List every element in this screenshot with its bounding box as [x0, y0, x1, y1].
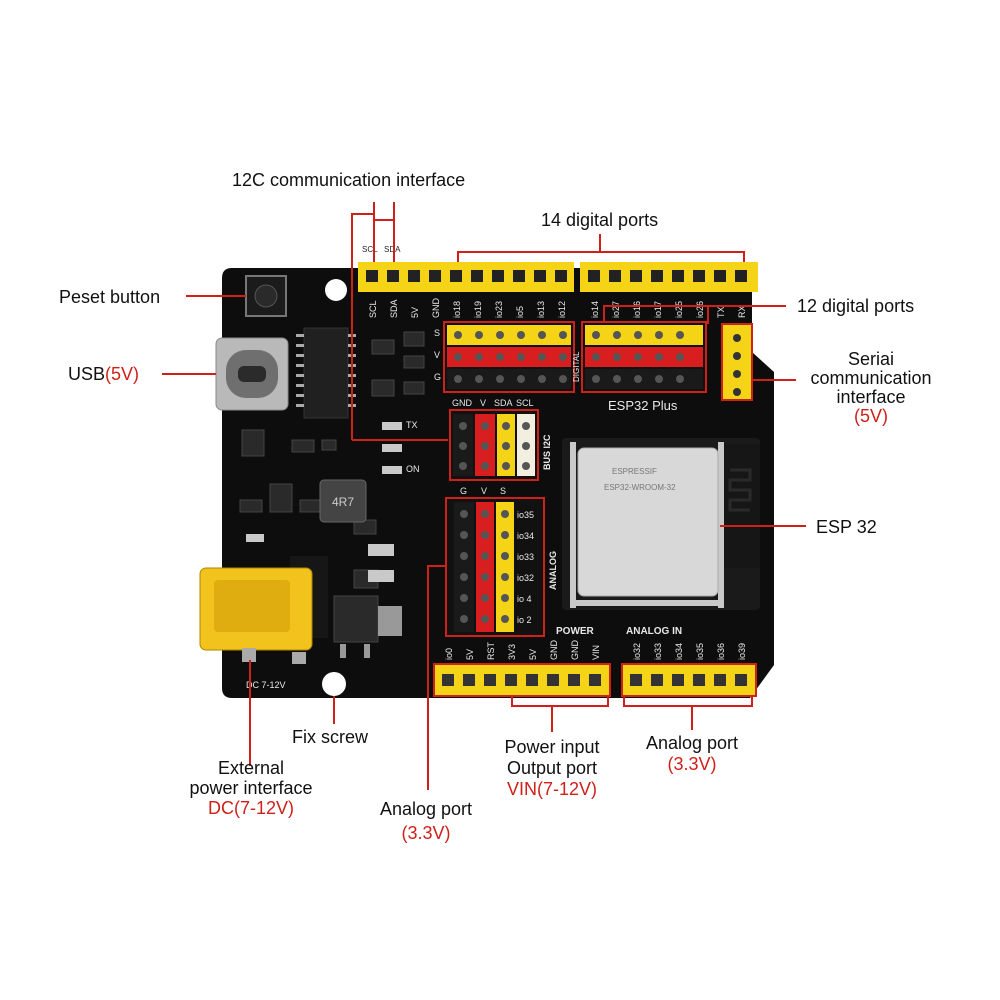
top-left-header	[358, 262, 574, 292]
analog-in-pin-label: io33	[653, 643, 663, 660]
top-pin-label: io23	[494, 301, 504, 318]
power-header	[433, 663, 611, 697]
analog-pin-label: io32	[517, 573, 534, 583]
top-pin-label: RX	[737, 305, 747, 318]
analog-in-pin-label: io35	[695, 643, 705, 660]
bus-i2c-label: BUS I2C	[542, 434, 552, 470]
top-pin-label: io5	[515, 306, 525, 318]
analog-header-label: V	[481, 486, 487, 496]
digital-pin-block-right	[581, 321, 707, 393]
analog-right-callout: Analog port (3.3V)	[645, 733, 739, 774]
analog-in-pin-label: io36	[716, 643, 726, 660]
top-pin-label: SCL	[368, 300, 378, 318]
top-right-header	[580, 262, 758, 292]
usb-callout: USB(5V)	[68, 364, 140, 384]
digital14-callout: 14 digital ports	[541, 210, 659, 230]
analog-left-callout: Analog port (3.3V)	[379, 799, 473, 843]
i2c-small-label: SDA	[384, 245, 401, 254]
top-pin-label: io14	[590, 301, 600, 318]
top-pin-label: io16	[632, 301, 642, 318]
svg-text:ESP32-WROOM-32: ESP32-WROOM-32	[604, 483, 676, 492]
fix-screw-hole	[322, 672, 346, 696]
dc-label: DC 7-12V	[246, 680, 286, 690]
i2c-small-label: SCL	[362, 245, 378, 254]
top-pin-label: GND	[431, 298, 441, 319]
digital-pin-block-left	[443, 321, 575, 393]
analog-pin-label: io 4	[517, 594, 532, 604]
callout-lines	[162, 202, 806, 790]
power-pin-label: io0	[444, 648, 454, 660]
top-pin-label: io27	[611, 301, 621, 318]
usb-chip	[296, 327, 356, 419]
ext-power-callout: External power interface DC(7-12V)	[189, 758, 313, 818]
power-callout: Power input Output port VIN(7-12V)	[504, 737, 600, 799]
serial-header	[721, 323, 753, 401]
bus-header-label: GND	[452, 398, 473, 408]
analog-side-label: ANALOG	[548, 551, 558, 590]
analog-pin-label: io34	[517, 531, 534, 541]
row-letter: G	[434, 372, 441, 382]
digital12-callout: 12 digital ports	[797, 296, 915, 316]
top-pin-label: io19	[473, 301, 483, 318]
power-pin-label: VIN	[591, 645, 601, 660]
i2c-callout: 12C communication interface	[232, 170, 466, 190]
bus-header-label: SCL	[516, 398, 534, 408]
top-pin-label: io17	[653, 301, 663, 318]
top-pin-label: io13	[536, 301, 546, 318]
analog-in-title: ANALOG IN	[626, 626, 682, 637]
analog-pin-label: io35	[517, 510, 534, 520]
esp32-callout: ESP 32	[816, 517, 877, 537]
power-title: POWER	[556, 626, 595, 637]
top-pin-label: SDA	[389, 299, 399, 318]
svg-text:ESPRESSIF: ESPRESSIF	[612, 467, 657, 476]
top-pin-label: io26	[695, 301, 705, 318]
on-label: ON	[406, 464, 420, 474]
power-pin-label: GND	[570, 640, 580, 661]
dc-jack	[199, 556, 328, 664]
reset-button[interactable]	[245, 275, 287, 317]
esp32-module: ESPRESSIF ESP32-WROOM-32	[562, 438, 760, 610]
inductor: 4R7	[319, 479, 367, 523]
power-pin-label: GND	[549, 640, 559, 661]
analog-pin-label: io 2	[517, 615, 532, 625]
power-pin-label: RST	[486, 641, 496, 660]
fix-screw-callout: Fix screw	[292, 727, 368, 747]
analog-header-label: S	[500, 486, 506, 496]
analog-in-pin-label: io32	[632, 643, 642, 660]
analog-side-header	[445, 497, 545, 637]
reset-callout: Peset button	[59, 287, 161, 307]
top-pin-label: io18	[452, 301, 462, 318]
top-pin-label: io25	[674, 301, 684, 318]
tx-label: TX	[406, 420, 418, 430]
analog-pin-label: io33	[517, 552, 534, 562]
mount-hole	[325, 279, 347, 301]
analog-in-pin-label: io34	[674, 643, 684, 660]
usb-port	[215, 337, 289, 411]
analog-in-pin-label: io39	[737, 643, 747, 660]
analog-in-header	[621, 663, 757, 697]
power-pin-label: 5V	[465, 649, 475, 660]
serial-callout: Seriai communication interface (5V)	[810, 349, 932, 426]
bus-i2c-header	[449, 409, 539, 481]
row-letter: V	[434, 350, 440, 360]
digital-label: DIGITAL	[572, 351, 581, 382]
top-pin-label: io12	[557, 301, 567, 318]
bus-header-label: SDA	[494, 398, 513, 408]
bus-header-label: V	[480, 398, 486, 408]
top-pin-label: TX	[716, 306, 726, 318]
top-pin-label: 5V	[410, 307, 420, 318]
board-title: ESP32 Plus	[608, 398, 678, 413]
analog-header-label: G	[460, 486, 467, 496]
power-pin-label: 3V3	[507, 644, 517, 660]
regulator	[333, 595, 402, 658]
row-letter: S	[434, 328, 440, 338]
power-pin-label: 5V	[528, 649, 538, 660]
svg-text:4R7: 4R7	[332, 495, 354, 509]
